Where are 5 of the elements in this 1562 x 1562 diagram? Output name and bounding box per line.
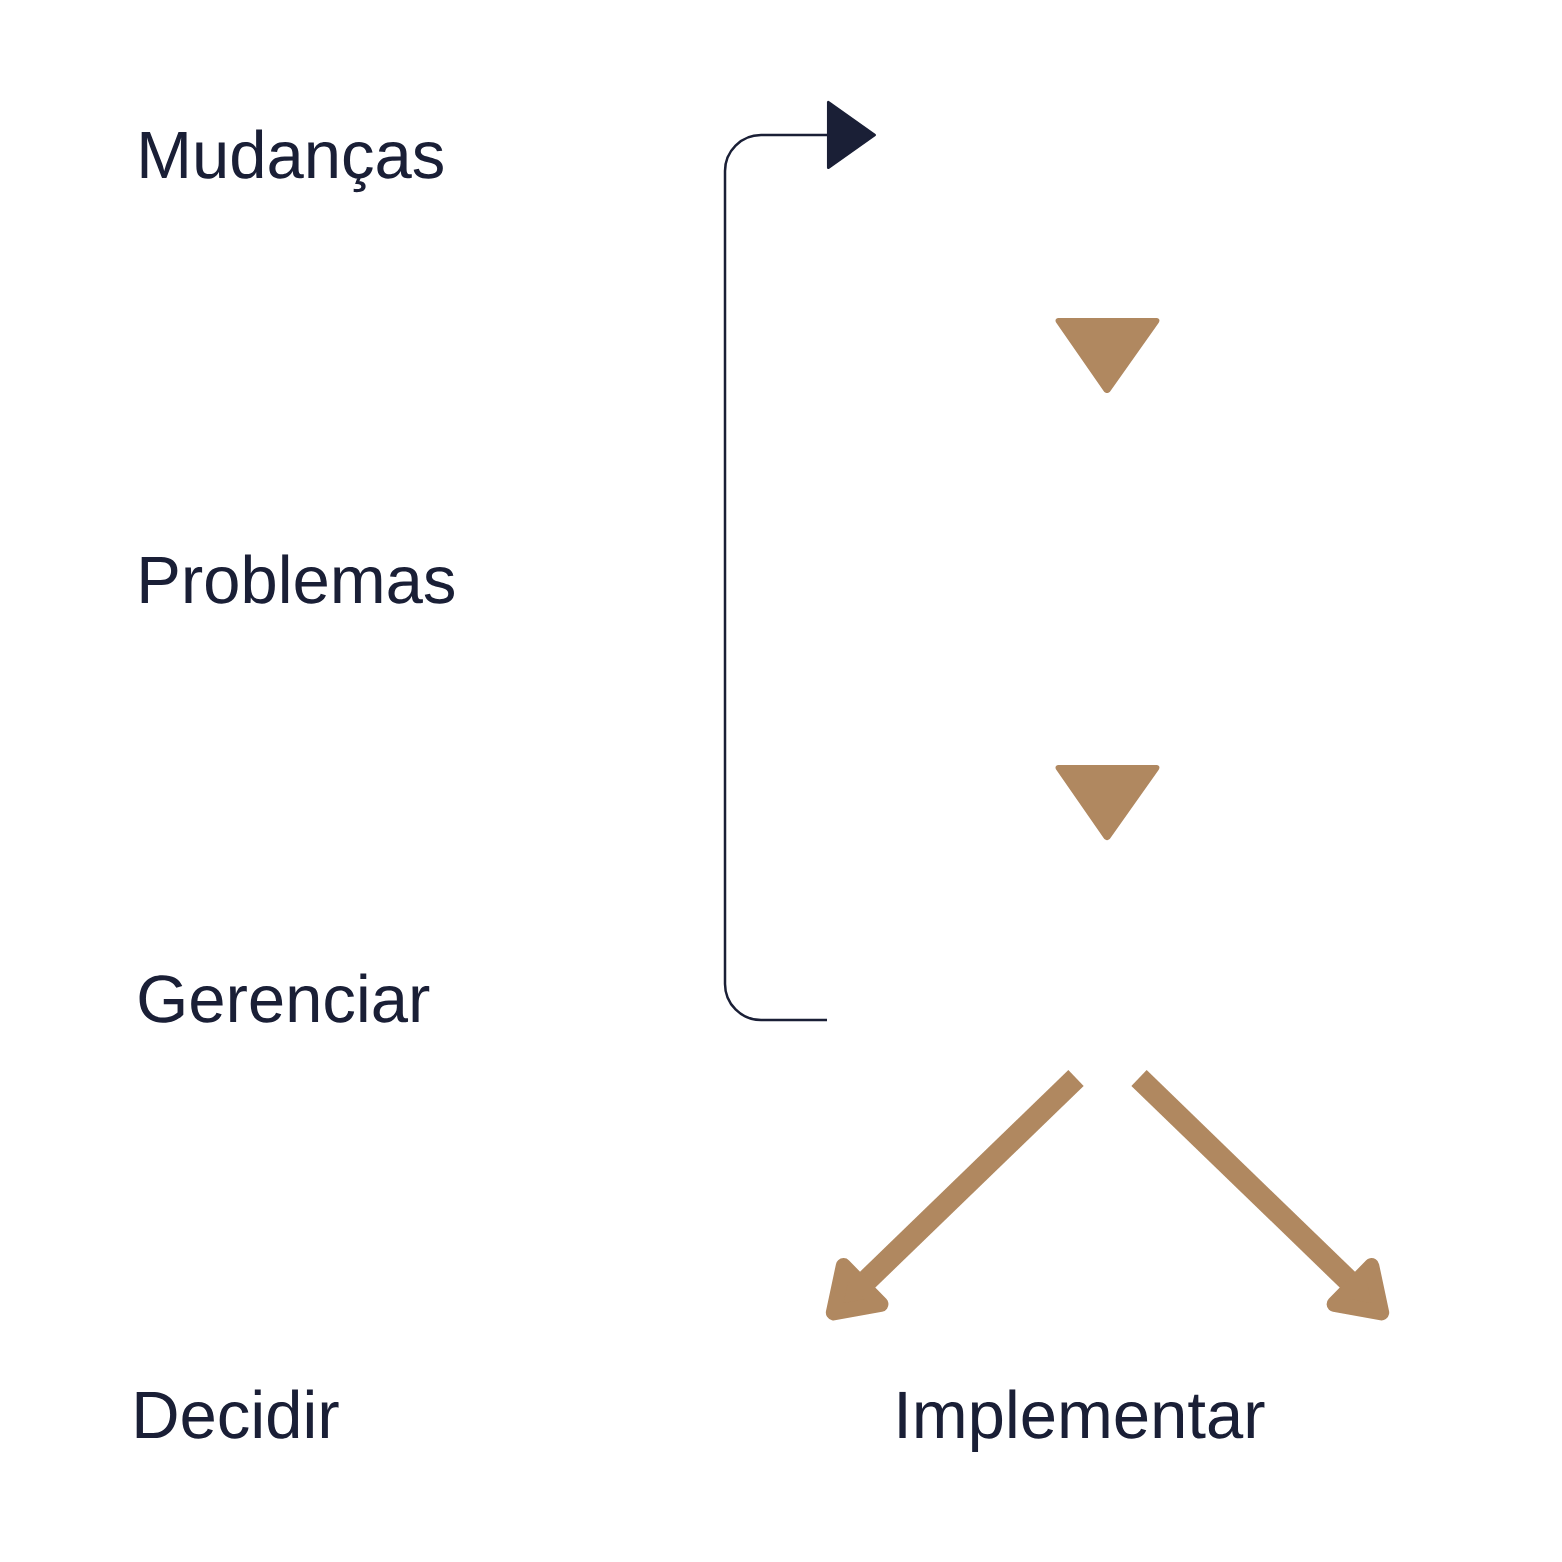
step-label: Gerenciar (139, 973, 430, 1023)
step-label: Mudanças (141, 129, 443, 193)
step-label: Implementar (899, 1389, 1265, 1452)
step-label: Decidir (136, 1389, 339, 1439)
step-label: Problemas (141, 554, 454, 604)
